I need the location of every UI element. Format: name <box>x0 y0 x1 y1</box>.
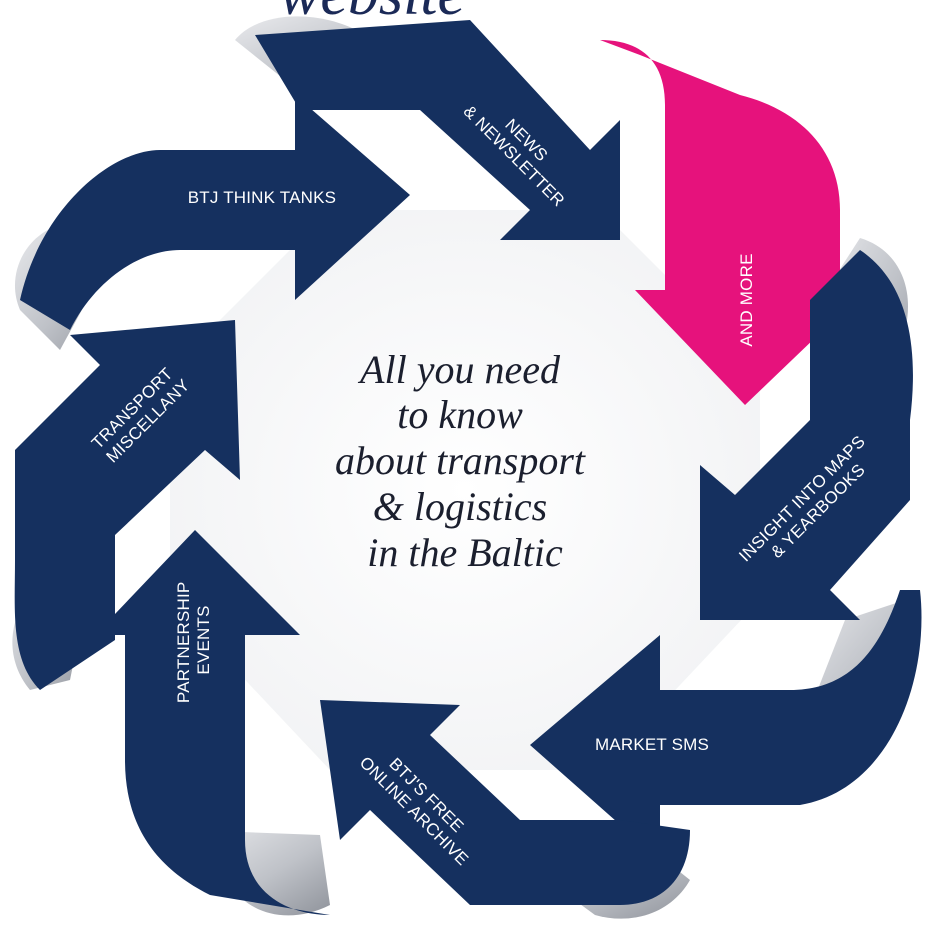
arrow-label: AND MORE <box>737 253 756 346</box>
arrow-label: MARKET SMS <box>595 735 709 754</box>
arrow-partnership-events: PARTNERSHIP EVENTS <box>95 530 330 915</box>
arrows-group: BTJ THINK TANKS NEWS & NEWSLETTER AND MO… <box>14 20 922 915</box>
arrow-transport-miscellany: TRANSPORT MISCELLANY <box>14 320 240 690</box>
center-line: in the Baltic <box>367 530 563 575</box>
arrow-and-more: AND MORE <box>600 40 865 405</box>
center-line: & logistics <box>373 484 547 529</box>
arrow-label: PARTNERSHIP EVENTS <box>174 577 213 703</box>
center-line: about transport <box>335 438 586 483</box>
arrow-btj-think-tanks: BTJ THINK TANKS <box>20 95 410 330</box>
arrow-label: BTJ THINK TANKS <box>188 188 336 207</box>
center-line: to know <box>397 392 523 437</box>
center-line: All you need <box>357 347 561 392</box>
arrow-insight-maps: INSIGHT INTO MAPS & YEARBOOKS <box>700 250 913 620</box>
center-panel <box>170 210 760 770</box>
center-heading: All you need to know about transport & l… <box>335 347 595 575</box>
arrow-market-sms: MARKET SMS <box>530 590 922 860</box>
